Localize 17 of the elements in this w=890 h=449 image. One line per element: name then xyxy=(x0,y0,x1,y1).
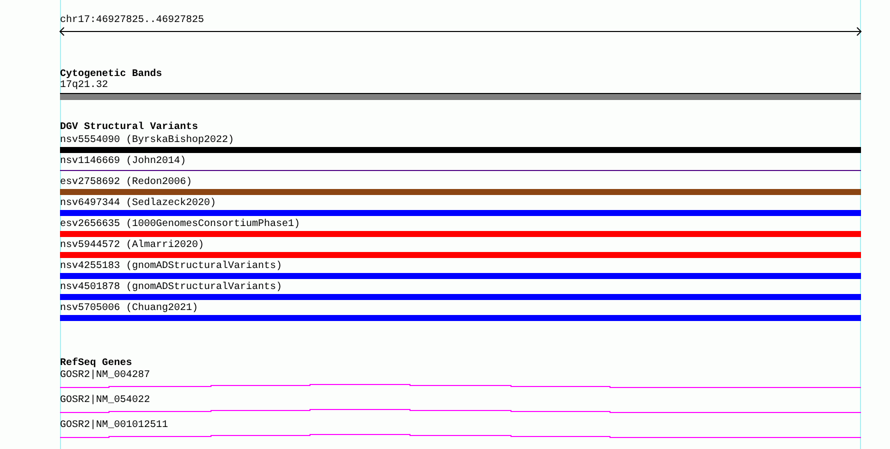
feature-label: 17q21.32 xyxy=(60,80,108,91)
track-heading: DGV Structural Variants xyxy=(60,122,198,133)
feature-label: GOSR2|NM_004287 xyxy=(60,370,150,381)
track-heading: Cytogenetic Bands xyxy=(60,69,162,80)
feature-label: nsv6497344 (Sedlazeck2020) xyxy=(60,198,216,209)
feature-label: GOSR2|NM_001012511 xyxy=(60,420,168,431)
feature-label: nsv5944572 (Almarri2020) xyxy=(60,240,204,251)
feature-label: nsv1146669 (John2014) xyxy=(60,156,186,167)
track-heading: RefSeq Genes xyxy=(60,358,132,369)
feature-label: GOSR2|NM_054022 xyxy=(60,395,150,406)
feature-label: nsv5554090 (ByrskaBishop2022) xyxy=(60,135,234,146)
coordinate-label: chr17:46927825..46927825 xyxy=(60,15,204,26)
feature-label: nsv4501878 (gnomADStructuralVariants) xyxy=(60,282,282,293)
feature-label: nsv5705006 (Chuang2021) xyxy=(60,303,198,314)
feature-label: nsv4255183 (gnomADStructuralVariants) xyxy=(60,261,282,272)
feature-label: esv2758692 (Redon2006) xyxy=(60,177,192,188)
feature-label: esv2656635 (1000GenomesConsortiumPhase1) xyxy=(60,219,300,230)
